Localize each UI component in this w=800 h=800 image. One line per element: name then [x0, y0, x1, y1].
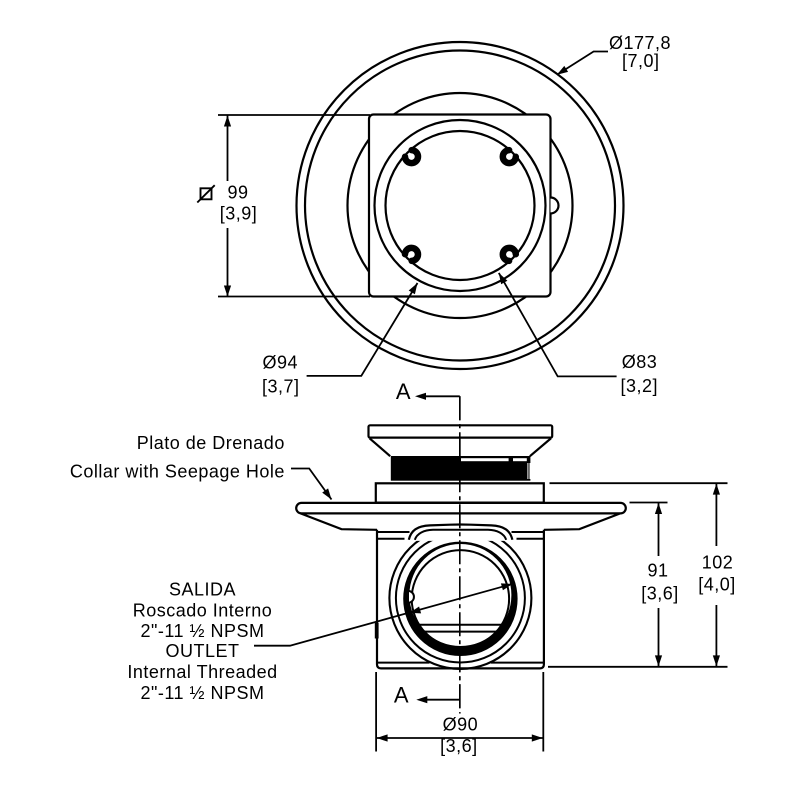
svg-text:Ø94: Ø94 — [263, 353, 299, 373]
svg-text:A: A — [394, 683, 409, 708]
svg-text:Roscado Interno: Roscado Interno — [133, 600, 273, 620]
svg-text:[4,0]: [4,0] — [698, 575, 736, 595]
svg-text:SALIDA: SALIDA — [169, 580, 236, 600]
svg-text:102: 102 — [702, 553, 734, 573]
svg-text:Collar with Seepage Hole: Collar with Seepage Hole — [70, 462, 285, 482]
svg-text:Plato de Drenado: Plato de Drenado — [137, 433, 285, 453]
svg-text:91: 91 — [647, 561, 668, 581]
svg-text:[3,6]: [3,6] — [440, 736, 478, 756]
svg-text:[3,6]: [3,6] — [641, 584, 679, 604]
svg-text:[7,0]: [7,0] — [622, 51, 660, 71]
svg-text:2"-11 ½ NPSM: 2"-11 ½ NPSM — [140, 683, 264, 703]
svg-text:[3,9]: [3,9] — [220, 204, 258, 224]
svg-text:Ø83: Ø83 — [622, 352, 658, 372]
svg-text:OUTLET: OUTLET — [165, 641, 239, 661]
svg-text:[3,7]: [3,7] — [262, 377, 300, 397]
svg-text:Internal Threaded: Internal Threaded — [127, 662, 277, 682]
svg-text:2"-11 ½ NPSM: 2"-11 ½ NPSM — [140, 621, 264, 641]
svg-text:Ø90: Ø90 — [443, 715, 479, 735]
svg-text:99: 99 — [228, 183, 249, 203]
svg-text:[3,2]: [3,2] — [621, 376, 659, 396]
svg-text:A: A — [396, 379, 411, 404]
svg-text:Ø177,8: Ø177,8 — [609, 33, 671, 53]
